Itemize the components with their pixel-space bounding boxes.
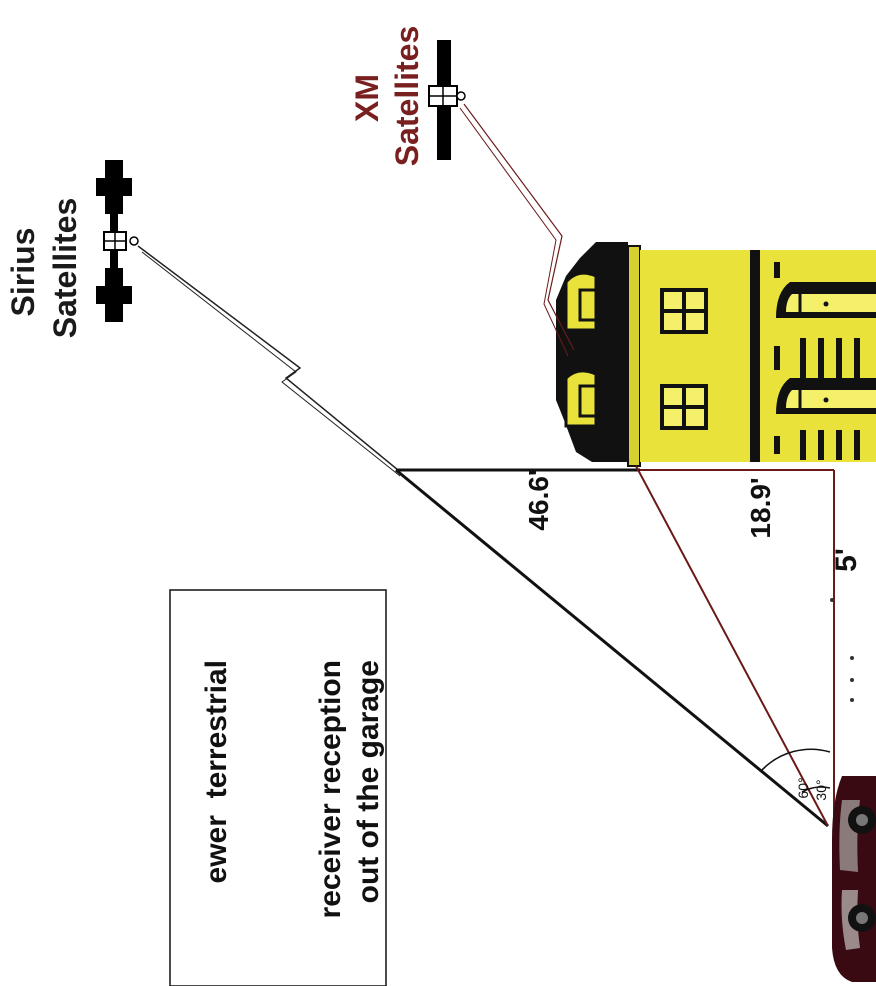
info-textbox: [169, 589, 387, 986]
xm-signal-line: [463, 103, 575, 351]
lower-arched-window-2: [776, 378, 876, 414]
textbox-line4: out of the garage: [352, 660, 385, 903]
sirius-satellite-icon: [96, 160, 139, 322]
sirius-label-line1: Sirius: [5, 228, 41, 317]
upper-window-1: [660, 288, 708, 334]
lower-arched-window-1: [776, 282, 876, 318]
sirius-label-line2: Satellites: [47, 198, 83, 339]
hypotenuse-measurement: 46.6': [523, 469, 554, 530]
angle-arc-30: [801, 786, 831, 793]
textbox-line3: receiver reception: [314, 660, 347, 918]
distance-dots: [830, 598, 854, 702]
xm-label-line2: Satellites: [389, 26, 425, 167]
angle-label-60: 60°: [795, 777, 811, 798]
xm-sight-line: [635, 465, 829, 827]
xm-satellite-icon: [428, 40, 466, 160]
upper-window-2: [660, 384, 708, 430]
car-offset-measurement: 5': [830, 548, 863, 572]
sirius-sight-line: [395, 468, 829, 828]
building-height-measurement: 18.9': [745, 477, 776, 538]
building: [556, 242, 876, 467]
angle-arc-60: [761, 748, 831, 771]
sirius-signal-line: [137, 245, 399, 471]
textbox-line1: ewer terrestrial: [200, 660, 233, 883]
angle-label-30: 30°: [813, 779, 829, 800]
xm-label-line1: XM: [349, 74, 385, 122]
car-icon: [832, 776, 876, 982]
